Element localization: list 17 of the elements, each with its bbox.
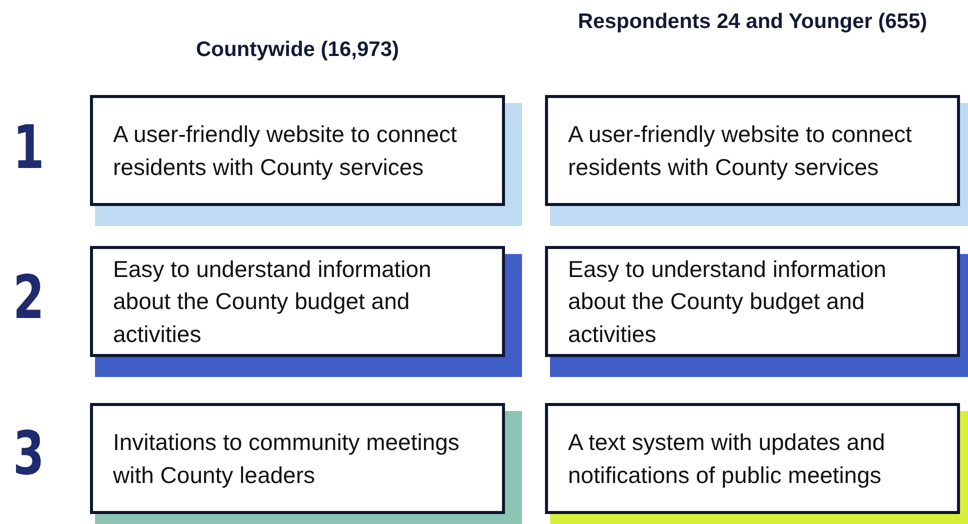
card-text: A user-friendly website to connect residents with County services <box>568 120 913 182</box>
rank-number: 3 <box>13 424 43 484</box>
card-text: Invitations to community meetings with County leaders <box>113 428 460 490</box>
rank-number: 1 <box>13 118 43 178</box>
card-text: Easy to understand information about the County budget and activities <box>568 254 888 349</box>
text-card <box>545 246 960 357</box>
card-text: A user-friendly website to connect residents with County services <box>113 120 458 182</box>
text-card <box>90 246 505 357</box>
card-text: Easy to understand information about the County budget and activities <box>113 254 432 349</box>
column-heading: Countywide (16,973) <box>194 37 400 63</box>
card-text: A text system with updates and notifications of public meetings <box>568 428 886 490</box>
text-card <box>545 403 960 514</box>
text-card <box>545 95 960 206</box>
text-card <box>90 403 505 514</box>
text-card <box>90 95 505 206</box>
column-heading: Respondents 24 and Younger (655) <box>576 9 928 35</box>
rank-number: 2 <box>13 268 43 328</box>
